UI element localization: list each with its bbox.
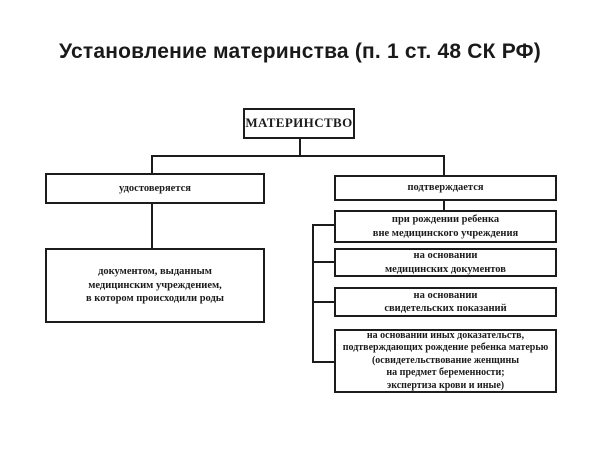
node-based-on-other-evidence: на основании иных доказательств, подтвер… [334,329,557,393]
connector-stub-4 [312,361,336,363]
connector-left-drop [151,155,153,174]
node-based-on-medical-documents: на основании медицинских документов [334,248,557,277]
connector-right-spine [312,224,314,363]
node-certified-by-document: документом, выданным медицинским учрежде… [45,248,265,323]
node-based-on-witness-testimony: на основании свидетельских показаний [334,287,557,317]
connector-right-child-drop [443,200,445,211]
connector-stub-3 [312,301,336,303]
connector-branch-horizontal [151,155,445,157]
node-birth-outside-medical-institution: при рождении ребенка вне медицинского уч… [334,210,557,243]
connector-left-child-drop [151,203,153,249]
connector-right-drop [443,155,445,176]
connector-stub-2 [312,261,336,263]
page-title: Установление материнства (п. 1 ст. 48 СК… [59,40,541,63]
node-maternity: МАТЕРИНСТВО [243,108,355,139]
connector-root-vertical [299,139,301,156]
connector-stub-1 [312,224,336,226]
node-certified: удостоверяется [45,173,265,204]
node-confirmed: подтверждается [334,175,557,201]
